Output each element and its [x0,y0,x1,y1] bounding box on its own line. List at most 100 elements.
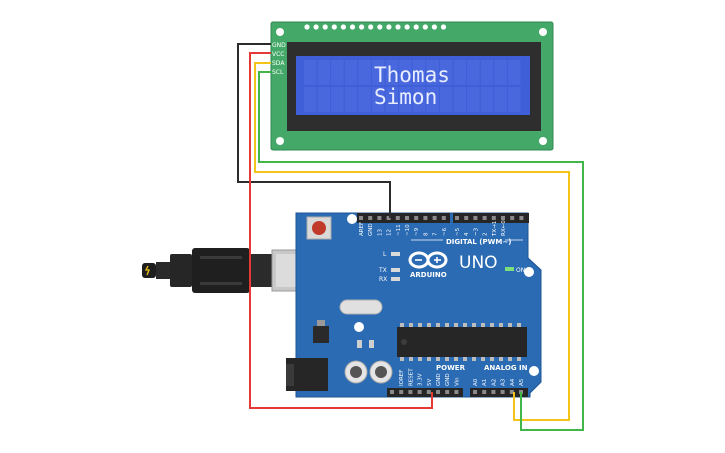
wire-sda[interactable] [254,62,570,421]
capacitor [369,360,393,384]
chip-pin [400,323,404,327]
lcd-header-hole [359,24,365,30]
dc-power-jack[interactable] [286,358,328,391]
chip-pin [427,323,431,327]
lcd-char-cell [385,87,398,112]
digital-pin-hole[interactable] [491,216,496,220]
analog-pin-hole[interactable] [509,390,514,394]
power-pin-hole[interactable] [417,390,422,394]
chip-pin [517,357,521,361]
power-pin-hole[interactable] [399,390,404,394]
lcd-char-cell [508,60,521,85]
chip-pin [409,323,413,327]
digital-pin-hole[interactable] [377,216,382,220]
digital-pin-hole[interactable] [473,216,478,220]
power-pin-hole[interactable] [454,390,459,394]
usb-cable-icon[interactable] [142,248,311,293]
analog-pin-hole[interactable] [491,390,496,394]
digital-pin-hole[interactable] [432,216,437,220]
power-pin-hole[interactable] [408,390,413,394]
led-rx [391,277,400,281]
lcd-char-cell [399,87,412,112]
chip-pin [463,357,467,361]
analog-in-label: ANALOG IN [484,364,528,372]
chip-pin [490,357,494,361]
analog-pin-label: A3 [501,378,507,386]
digital-pin-label: 13 [377,229,383,236]
lcd-header-hole [422,24,428,30]
lcd-char-cell [331,60,344,85]
power-pin-label: 5V [427,379,433,386]
power-pin-hole[interactable] [390,390,394,394]
lcd-mount-hole [539,28,547,36]
wires[interactable] [237,43,584,431]
digital-pin-hole[interactable] [464,216,469,220]
digital-pin-hole[interactable] [405,216,409,220]
lcd-char-cell [344,87,358,112]
lcd-char-cell [426,60,439,85]
lcd-header-hole [377,24,383,30]
lcd-char-cell [453,87,466,112]
lcd-pin-vcc-label: VCC [272,51,284,58]
chip-pin [400,357,404,361]
digital-pin-hole[interactable] [395,216,400,220]
digital-pin-hole[interactable] [441,216,446,220]
reset-button[interactable] [306,216,332,240]
wire-gnd[interactable] [237,43,391,218]
smd-component [369,340,374,348]
lcd-header-hole [304,24,310,30]
led-rx-label: RX [379,276,387,283]
chip-pin [508,357,512,361]
analog-pin-hole[interactable] [482,390,487,394]
analog-pin-hole[interactable] [500,390,505,394]
digital-pin-hole[interactable] [414,216,419,220]
wire-scl[interactable] [258,71,584,431]
digital-pin-hole[interactable] [368,216,373,220]
digital-pin-label: ~10 [405,224,411,236]
digital-pin-hole[interactable] [510,216,515,220]
digital-pin-hole[interactable] [501,216,505,220]
lcd-char-cell [508,87,521,112]
digital-pin-label: 7 [433,232,439,236]
lcd-char-cell [304,87,317,112]
lcd-char-cell [385,60,398,85]
chip-pin [445,323,449,327]
lcd-header-hole [331,24,337,30]
analog-pin-label: A5 [519,378,525,386]
lcd-line-2: Simon [374,85,437,109]
chip-pin [454,357,458,361]
digital-pin-hole[interactable] [455,216,459,220]
lcd-pin-sda-label: SDA [272,60,285,67]
digital-pin-hole[interactable] [519,216,524,220]
analog-pin-hole[interactable] [473,390,477,394]
chip-pin [490,323,494,327]
lcd-pin-gnd-label: GND [272,42,286,49]
led-l [391,252,400,256]
power-pin-hole[interactable] [445,390,450,394]
digital-pin-hole[interactable] [423,216,428,220]
digital-pin-hole[interactable] [386,216,391,220]
lcd-header-hole [349,24,356,30]
power-pin-label: GND [445,373,451,386]
power-pin-hole[interactable] [426,390,431,394]
digital-pwm-label: DIGITAL (PWM~) [446,238,511,246]
digital-header-right [453,213,529,223]
digital-pin-label: ~5 [455,227,461,236]
digital-pin-hole[interactable] [359,216,363,220]
chip-pin [445,357,449,361]
power-pin-hole[interactable] [436,390,440,394]
atmega-chip [397,323,527,361]
wire-vcc[interactable] [249,52,433,409]
chip-pin [427,357,431,361]
lcd-char-cell [358,60,371,85]
digital-pin-label: 2 [483,233,489,237]
digital-pin-hole[interactable] [482,216,487,220]
led-l-label: L [383,251,387,258]
lcd-module[interactable]: Thomas Simon GND VCC SDA SCL [270,21,554,151]
lcd-char-cell [480,60,494,85]
lcd-header-hole [386,24,392,30]
lcd-char-cell [480,87,494,112]
lcd-char-cell [344,60,358,85]
